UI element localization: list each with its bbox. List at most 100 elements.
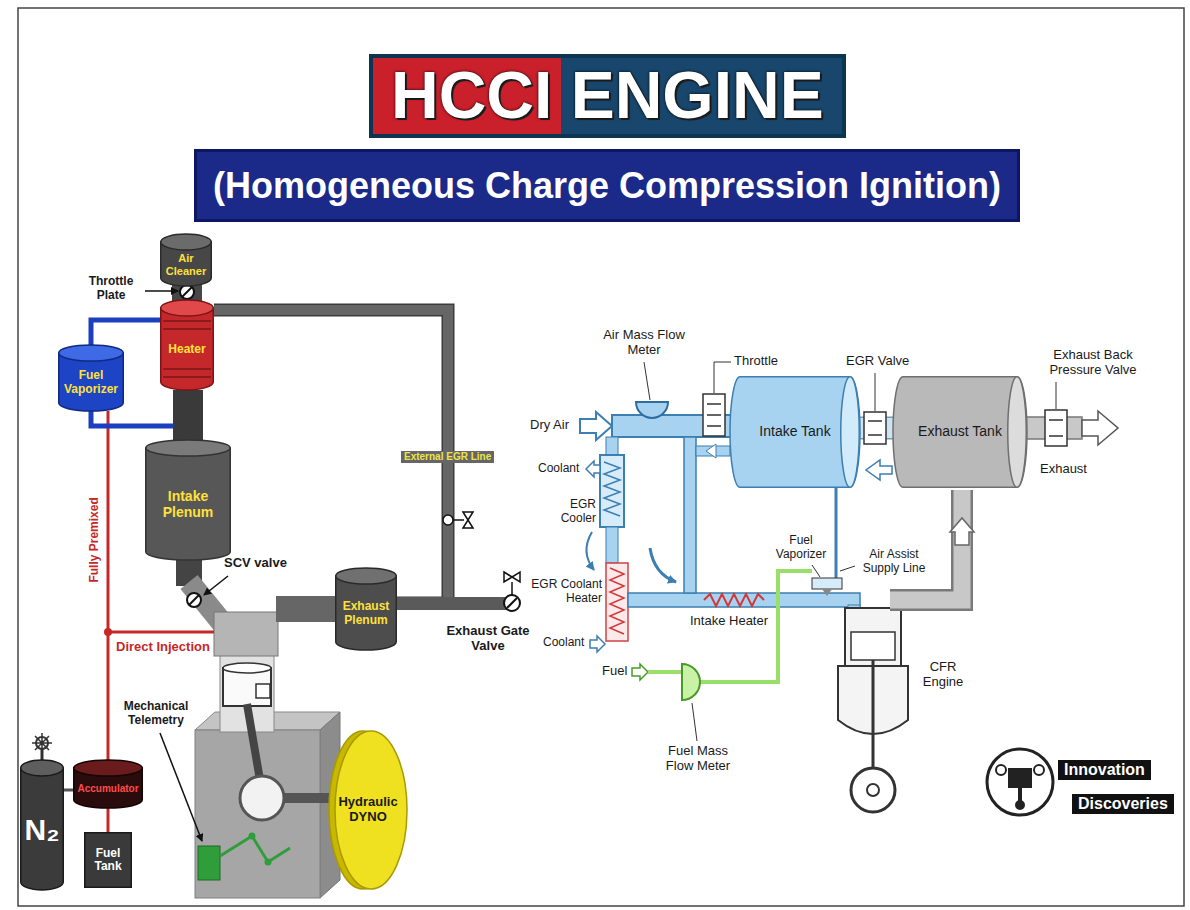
back-pressure-valve — [1049, 420, 1063, 436]
leader-line — [145, 290, 178, 292]
node-outline — [161, 308, 214, 390]
heater-coil-line — [163, 376, 211, 378]
node-outline — [21, 768, 64, 890]
connector-line — [64, 789, 73, 792]
node-label: Air Cleaner — [163, 252, 209, 277]
gate-valve-symbol — [504, 595, 520, 611]
node-text-area: Fuel Tank — [88, 836, 128, 884]
node-end-face — [1008, 377, 1027, 488]
flow-arrow — [586, 532, 594, 570]
part-label: Throttle — [734, 354, 778, 369]
title-text: HCCI ENGINE — [373, 58, 842, 134]
leader-line — [714, 362, 731, 393]
fuel-line — [648, 670, 682, 674]
throttle-plate-symbol — [182, 287, 192, 297]
scv-valve-symbol — [187, 593, 201, 607]
part-label: Intake Heater — [690, 614, 768, 629]
intake-plenum: Intake Plenum — [145, 440, 231, 560]
telemetry-linkage — [220, 836, 290, 862]
part-label: SCV valve — [224, 556, 287, 571]
gate-valve-symbol — [511, 582, 513, 595]
node-text-area: Exhaust Tank — [916, 380, 1004, 484]
fuel-line — [108, 411, 109, 760]
leader-line — [840, 566, 855, 571]
connector-line — [107, 808, 110, 832]
leader-line — [812, 565, 820, 577]
flow-arrow — [866, 460, 892, 480]
throttle-plate-symbol — [180, 285, 194, 299]
cfr-flywheel — [851, 768, 895, 812]
logo — [1008, 768, 1032, 788]
node-top — [161, 234, 212, 250]
telemetry-box — [198, 846, 220, 880]
flow-label: Fuel — [602, 664, 627, 679]
watermark-badge: Innovation — [1058, 760, 1151, 780]
part-label: Exhaust Back Pressure Valve — [1036, 348, 1150, 378]
egr-valve-symbol — [463, 512, 473, 528]
node-outline — [146, 448, 231, 560]
leader-line — [692, 703, 697, 741]
cfr-engine — [845, 608, 901, 666]
crank-bearing — [256, 684, 270, 698]
nitrogen-tank: N₂ — [20, 760, 64, 890]
node-top — [74, 760, 143, 776]
part-label: EGR Coolant Heater — [522, 578, 602, 606]
cfr-piston — [851, 632, 895, 660]
part-label: EGR Cooler — [552, 498, 596, 526]
direct-injection-line — [108, 631, 214, 634]
node-label: Heater — [168, 343, 205, 356]
node-label: N₂ — [25, 813, 60, 847]
fuel-vaporizer — [812, 578, 842, 589]
heater-coil-line — [163, 320, 211, 322]
tank-valve — [32, 733, 52, 753]
flow-meter — [636, 402, 668, 418]
egr-coolant-heater — [606, 563, 628, 641]
node-text-area: Hydraulic DYNO — [338, 740, 398, 880]
node-text-area: Heater — [163, 317, 211, 382]
line-label: Fully Premixed — [88, 497, 102, 582]
intake-line — [628, 593, 860, 607]
exhaust-tank: Exhaust Tank — [893, 376, 1027, 488]
subtitle-band: (Homogeneous Charge Compression Ignition… — [194, 149, 1020, 222]
part-label: Fuel Mass Flow Meter — [656, 744, 740, 774]
fuel-vaporizer — [822, 589, 832, 596]
heater-coil-line — [163, 328, 211, 330]
leader-line — [875, 373, 876, 411]
node-text-area: Exhaust Plenum — [338, 585, 394, 642]
leader-line — [204, 576, 228, 595]
node-top — [59, 345, 124, 361]
leader-line — [1056, 382, 1057, 409]
gate-valve-symbol — [507, 598, 517, 608]
part-label: Mechanical Telemetry — [116, 700, 196, 728]
connector-label: External EGR Line — [401, 451, 494, 463]
fuel-vaporizer: Fuel Vaporizer — [58, 345, 124, 411]
flow-arrow — [650, 548, 676, 582]
flow-arrow — [950, 518, 974, 545]
vapor-return-line — [91, 411, 175, 426]
flow-arrow — [1082, 411, 1118, 445]
intake-heater — [704, 594, 764, 606]
egr-coolant-heater — [610, 568, 624, 634]
heater-coil-line — [163, 368, 211, 370]
junction-dot — [104, 628, 112, 636]
intake-pipe — [173, 390, 203, 442]
flow-arrow — [590, 636, 605, 652]
hydraulic-dyno: Hydraulic DYNO — [328, 730, 408, 890]
flow-arrow — [586, 461, 600, 477]
part-label: Air Mass Flow Meter — [602, 328, 686, 358]
egr-cooler — [600, 455, 624, 527]
heater: Heater — [160, 300, 214, 390]
node-outline — [730, 377, 860, 488]
egr-cooler — [604, 462, 620, 516]
node-text-area: Fuel Vaporizer — [61, 362, 121, 403]
node-outline — [336, 576, 397, 650]
node-top — [336, 568, 397, 584]
logo — [1015, 800, 1025, 810]
leader-line — [644, 362, 650, 400]
watermark-badge: Discoveries — [1072, 794, 1174, 814]
air-assist-line — [835, 488, 838, 578]
node-top — [146, 440, 231, 456]
flow-label: Exhaust — [1040, 462, 1087, 477]
back-pressure-valve — [1045, 410, 1067, 446]
